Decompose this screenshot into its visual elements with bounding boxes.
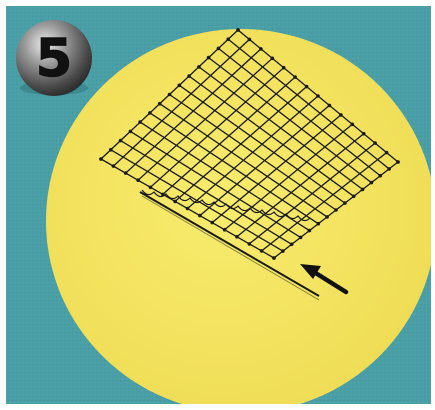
net-knot — [207, 56, 211, 60]
net-knot — [99, 157, 103, 161]
net-knot — [148, 111, 152, 115]
step-badge: 5 — [16, 20, 92, 96]
illustration-frame: 5 — [6, 6, 431, 404]
net-knot — [248, 38, 252, 42]
net-knot — [293, 75, 297, 79]
net-knot — [343, 201, 347, 205]
net-knot — [124, 171, 128, 175]
net-knot — [325, 215, 329, 219]
net-knot — [178, 84, 182, 88]
net-knot — [119, 139, 123, 143]
net-knot — [352, 195, 356, 199]
net-knot — [373, 141, 377, 145]
net-knot — [138, 120, 142, 124]
net-knot — [226, 37, 230, 41]
net-knot — [396, 160, 400, 164]
net-knot — [385, 151, 389, 155]
net-knot — [370, 181, 374, 185]
net-knot — [316, 94, 320, 98]
net-knot — [197, 65, 201, 69]
net-knot — [168, 93, 172, 97]
net-knot — [351, 123, 355, 127]
net-knot — [299, 236, 303, 240]
net-knot — [129, 130, 133, 134]
net-knot — [112, 164, 116, 168]
net-knot — [328, 104, 332, 108]
net-knot — [282, 66, 286, 70]
net-knot — [259, 47, 263, 51]
net-knot — [290, 243, 294, 247]
net-knot — [362, 132, 366, 136]
net-knot — [271, 57, 275, 61]
net-knot — [217, 47, 221, 51]
net-knot — [158, 102, 162, 106]
net-knot — [281, 249, 285, 253]
net-knot — [361, 188, 365, 192]
illustration-canvas: 5 — [6, 6, 431, 404]
net-knot — [109, 148, 113, 152]
net-knot — [317, 222, 321, 226]
net-knot — [334, 208, 338, 212]
net-knot — [223, 228, 227, 232]
net-knot — [173, 200, 177, 204]
net-knot — [198, 214, 202, 218]
net-knot — [187, 74, 191, 78]
net-knot — [236, 28, 240, 32]
net-knot — [210, 221, 214, 225]
net-knot — [149, 186, 153, 190]
step-number: 5 — [36, 29, 72, 89]
net-knot — [387, 167, 391, 171]
net-knot — [186, 207, 190, 211]
net-knot — [339, 113, 343, 117]
net-knot — [305, 85, 309, 89]
net-knot — [272, 256, 276, 260]
net-knot — [260, 249, 264, 253]
net-knot — [248, 242, 252, 246]
yellow-spotlight — [46, 29, 431, 404]
net-knot — [136, 178, 140, 182]
net-knot — [379, 174, 383, 178]
net-knot — [235, 235, 239, 239]
net-knot — [308, 229, 312, 233]
